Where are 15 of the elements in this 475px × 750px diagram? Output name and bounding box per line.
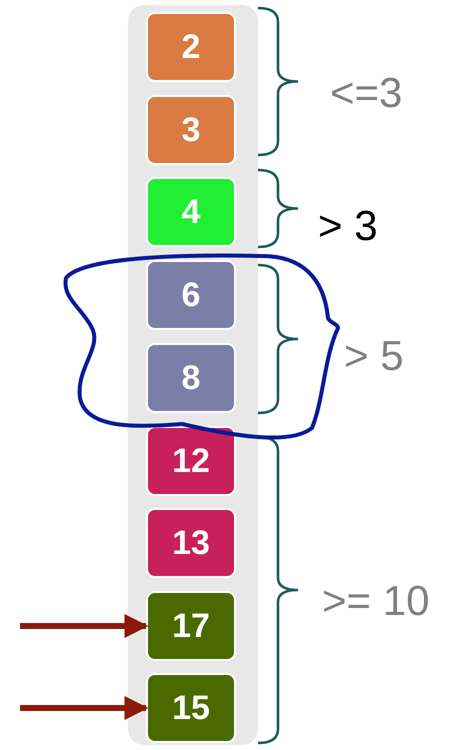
- number-tile: 6: [146, 260, 236, 330]
- number-tile: 4: [146, 177, 236, 247]
- range-label: > 5: [344, 335, 404, 377]
- range-label: > 3: [318, 205, 378, 247]
- number-tile: 12: [146, 426, 236, 496]
- arrow: [20, 614, 148, 638]
- arrow: [20, 696, 148, 720]
- number-tile: 2: [146, 12, 236, 82]
- number-tile: 13: [146, 508, 236, 578]
- range-label: <=3: [330, 72, 402, 114]
- range-label: >= 10: [322, 580, 430, 622]
- number-tile: 17: [146, 591, 236, 661]
- number-tile: 3: [146, 95, 236, 165]
- number-tile: 8: [146, 343, 236, 413]
- number-tile: 15: [146, 673, 236, 743]
